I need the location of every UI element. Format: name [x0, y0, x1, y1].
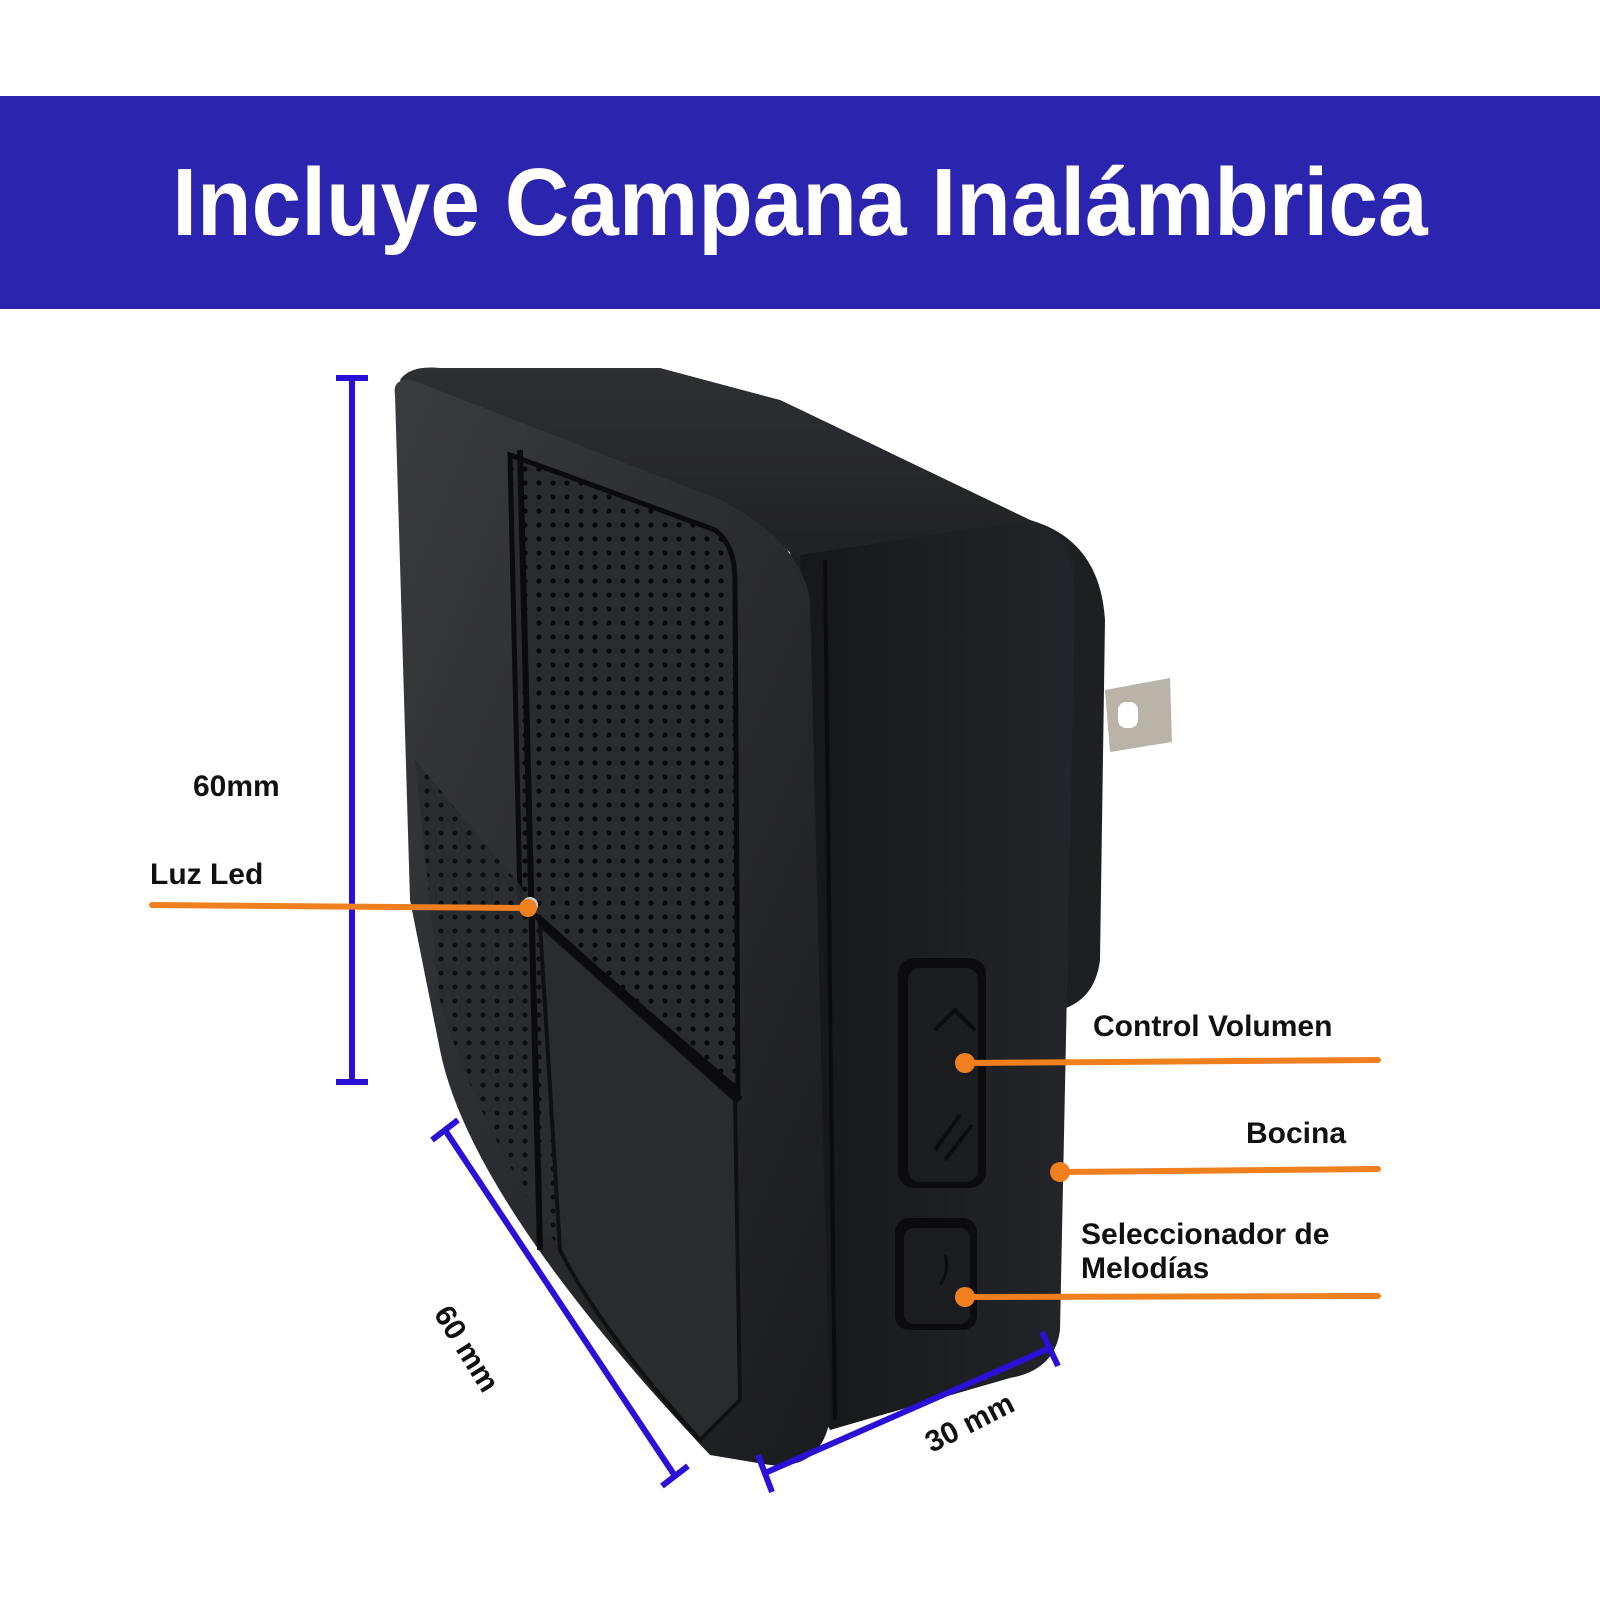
depth-dimension-line	[430, 1117, 690, 1489]
width-dimension-line	[755, 1330, 1061, 1494]
melody-label-line2: Melodías	[1081, 1252, 1210, 1285]
led-label: Luz Led	[150, 858, 264, 891]
height-dimension-line	[336, 375, 368, 1085]
speaker-grille-lower-left	[415, 760, 560, 1250]
volume-down-icon	[933, 1113, 974, 1162]
banner-title: Incluye Campana Inalámbrica	[172, 148, 1428, 256]
volume-up-icon	[933, 1007, 977, 1032]
led-callout-line	[149, 899, 537, 917]
volume-callout-line	[955, 1053, 1381, 1073]
volume-button[interactable]	[898, 958, 986, 1188]
speaker-label: Bocina	[1246, 1117, 1347, 1150]
face-panel-lower-right	[537, 920, 743, 1443]
title-banner: Incluye Campana Inalámbrica	[0, 96, 1600, 309]
height-dimension-label: 60mm	[193, 770, 280, 803]
melody-callout-line	[955, 1287, 1381, 1307]
music-note-icon	[938, 1254, 949, 1286]
plug-prong	[1105, 678, 1172, 752]
volume-label: Control Volumen	[1093, 1010, 1333, 1043]
melody-label-line1: Seleccionador de	[1081, 1218, 1330, 1251]
melody-button[interactable]	[895, 1218, 977, 1330]
speaker-callout-line	[1050, 1162, 1381, 1182]
device-top	[400, 367, 1076, 580]
